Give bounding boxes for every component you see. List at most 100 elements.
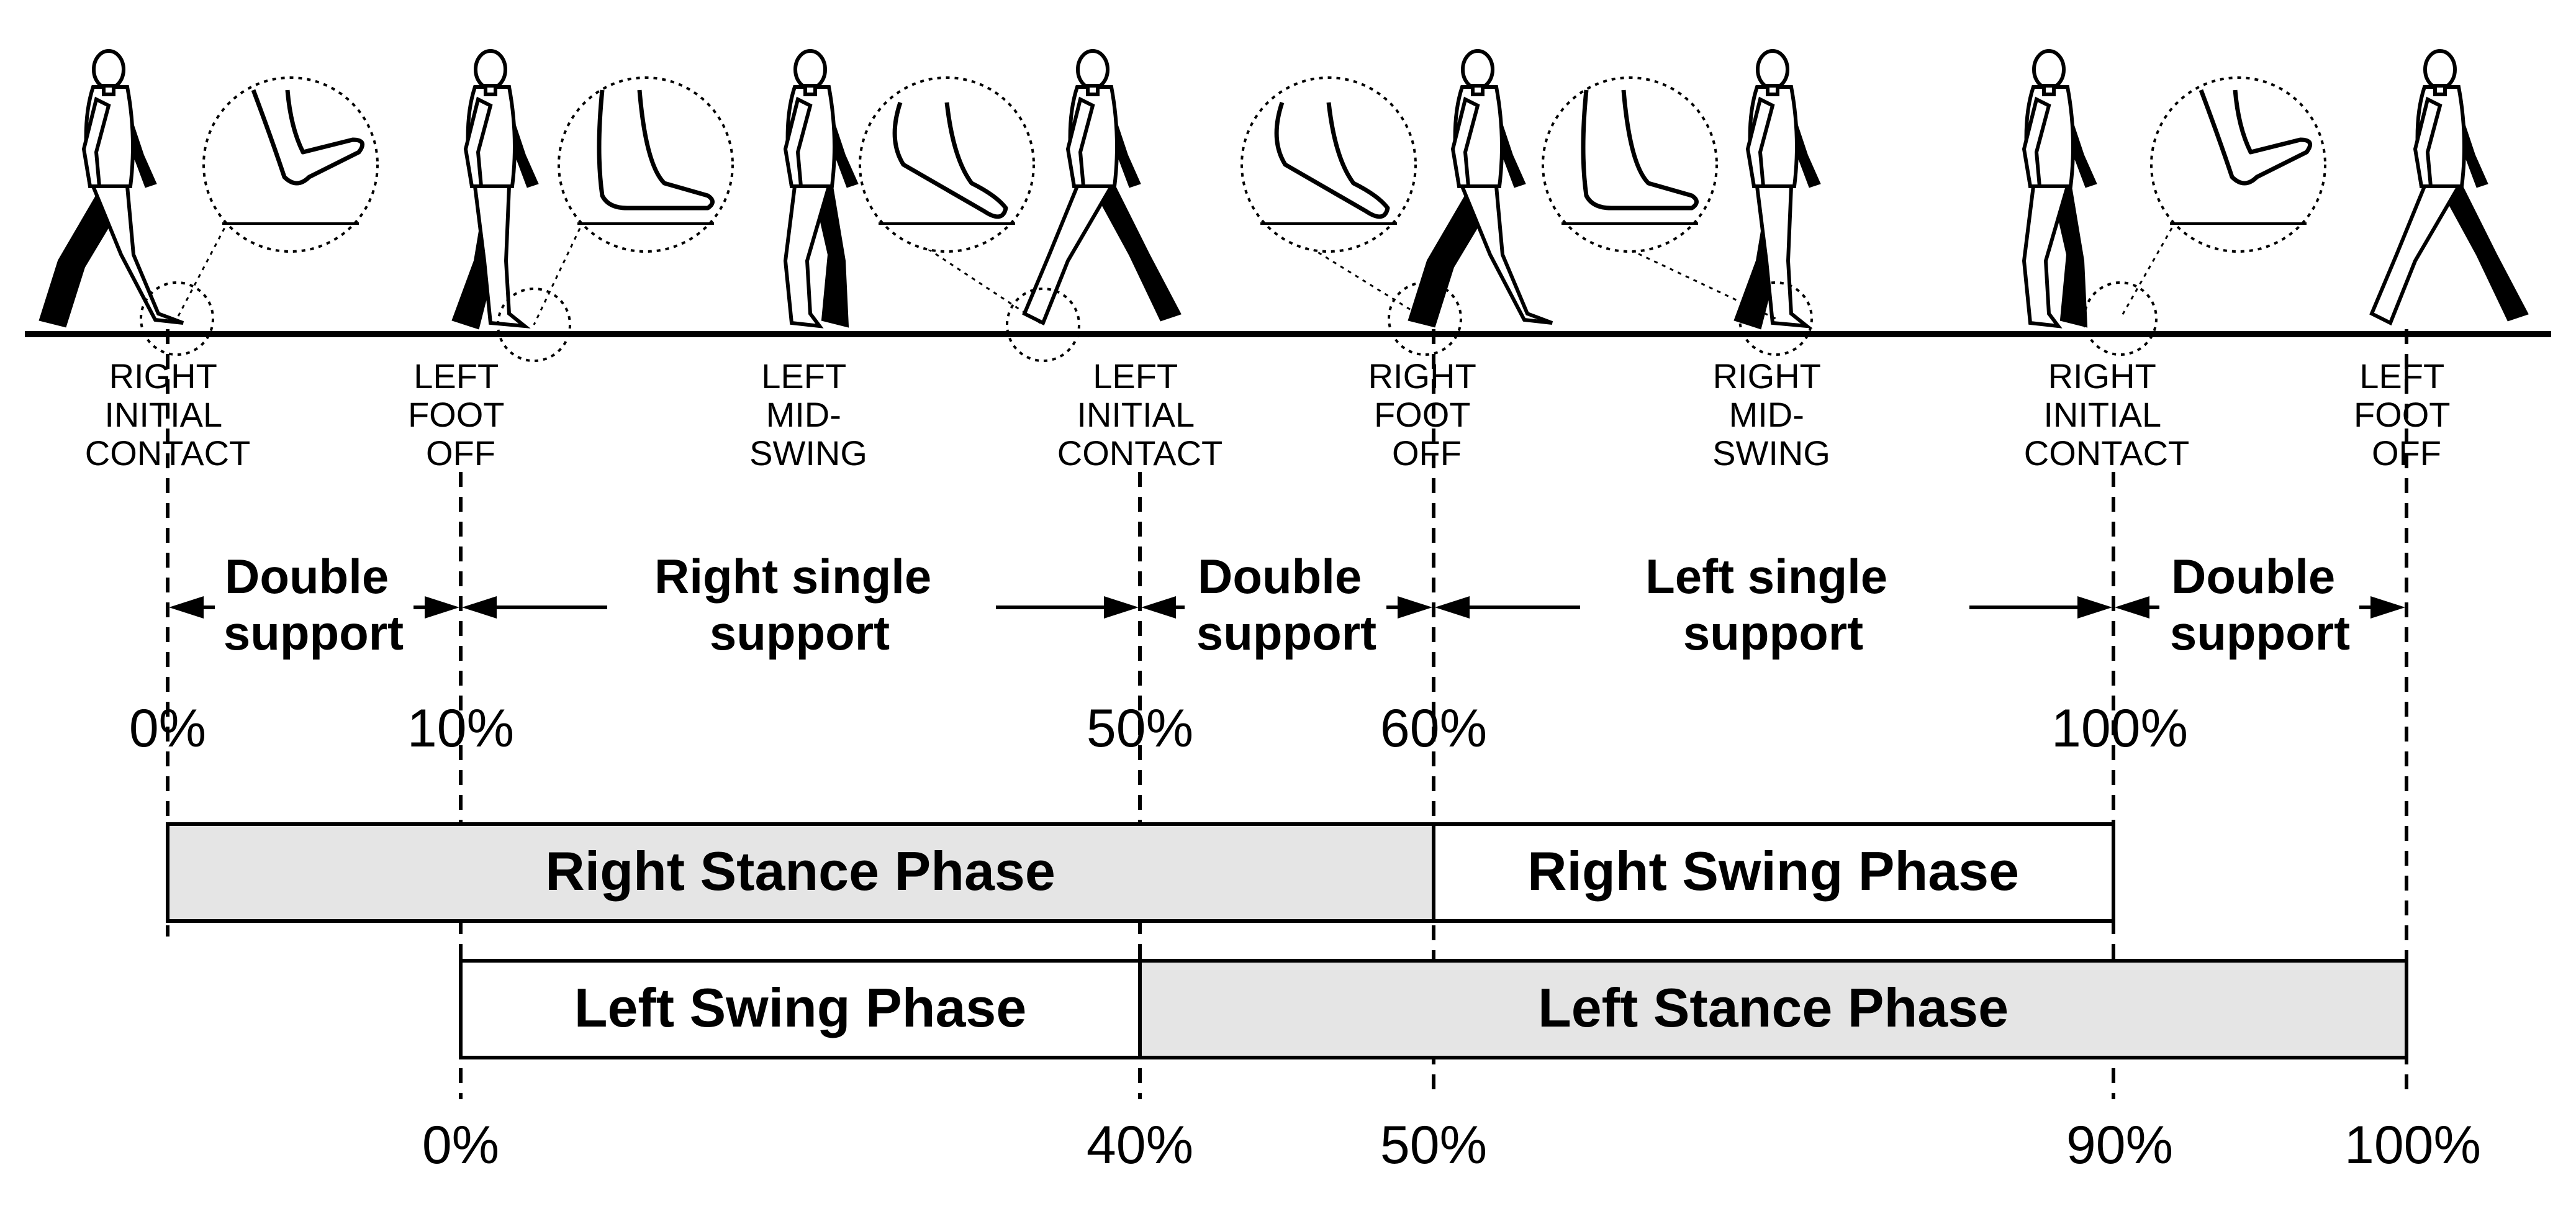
zoom-circle xyxy=(1542,76,1718,253)
foot-highlight-circle xyxy=(1388,281,1462,356)
near-leg xyxy=(472,184,531,329)
near-leg xyxy=(1022,184,1115,326)
head xyxy=(474,49,507,90)
connector-line xyxy=(533,220,585,325)
neck xyxy=(803,84,817,96)
support-label-left-single: Left single support xyxy=(1645,549,1901,660)
percent-label: 60% xyxy=(1380,699,1487,758)
event-label-4: LEFT INITIAL CONTACT xyxy=(1057,356,1223,473)
zoom-circle xyxy=(859,76,1035,253)
percent-label: 40% xyxy=(1087,1115,1193,1175)
foot-zoom-inset xyxy=(2083,76,2326,356)
arrow-head-right xyxy=(1398,596,1432,619)
arrow-head-right xyxy=(425,596,459,619)
heel-strike-foot-icon xyxy=(251,89,365,186)
walking-figure-icon xyxy=(783,49,859,329)
connector-line xyxy=(884,219,1044,326)
near-arm xyxy=(463,96,493,188)
connector-line xyxy=(2119,220,2177,319)
percent-label: 10% xyxy=(407,699,514,758)
percent-label: 90% xyxy=(2066,1115,2173,1175)
head xyxy=(1461,49,1494,90)
event-label-3: LEFT MID- SWING xyxy=(749,356,867,473)
walking-figure-icon xyxy=(451,49,539,330)
cycle-percent-labels: 0% 10% 50% 60% 100% xyxy=(129,699,2188,758)
neck xyxy=(1471,84,1485,96)
flat-foot-icon xyxy=(1581,89,1699,211)
foot-highlight-circle xyxy=(2083,281,2158,356)
percent-label: 0% xyxy=(422,1115,499,1175)
head xyxy=(1756,49,1789,90)
walking-figure-icon xyxy=(1733,49,1821,330)
left-swing-phase-label: Left Swing Phase xyxy=(574,977,1027,1038)
right-swing-phase-label: Right Swing Phase xyxy=(1527,840,2019,902)
zoom-circle xyxy=(1241,76,1417,253)
arrow-head-left xyxy=(462,596,497,619)
near-arm xyxy=(1745,96,1775,188)
connector-line xyxy=(176,220,230,319)
event-label-2: LEFT FOOT OFF xyxy=(408,356,513,473)
toe-off-foot-icon xyxy=(892,101,1008,219)
head xyxy=(2032,49,2066,90)
near-leg xyxy=(1459,184,1553,325)
percent-label: 50% xyxy=(1087,699,1193,758)
percent-label: 100% xyxy=(2344,1115,2481,1175)
near-leg xyxy=(90,184,184,325)
walking-figure-icon xyxy=(2369,49,2529,326)
zoom-circle xyxy=(2150,76,2326,253)
right-phase-bar: Right Stance Phase Right Swing Phase xyxy=(166,822,2115,923)
foot-zoom-inset xyxy=(1241,76,1462,356)
neck xyxy=(102,84,115,96)
near-leg xyxy=(783,184,831,329)
zoom-circle xyxy=(558,76,734,253)
event-label-8: LEFT FOOT OFF xyxy=(2354,356,2459,473)
walking-figure-icon xyxy=(38,49,184,328)
event-label-1: RIGHT INITIAL CONTACT xyxy=(85,356,251,473)
foot-highlight-circle xyxy=(1006,288,1080,362)
arrow-head-right xyxy=(2370,596,2405,619)
near-arm xyxy=(1065,96,1095,188)
walking-figure-icon xyxy=(1408,49,1553,328)
toe-off-foot-icon xyxy=(1274,101,1390,219)
left-stance-phase-label: Left Stance Phase xyxy=(1538,977,2009,1038)
foot-zoom-inset xyxy=(859,76,1080,362)
near-arm xyxy=(1450,96,1480,188)
support-label-right-single: Right single support xyxy=(654,549,945,660)
foot-zoom-insets xyxy=(140,76,2326,362)
right-stance-phase-bar xyxy=(166,822,1435,923)
left-cycle-percent-labels: 0% 40% 50% 90% 100% xyxy=(422,1115,2481,1175)
near-arm xyxy=(2022,96,2051,188)
near-arm xyxy=(2413,96,2443,188)
foot-zoom-inset xyxy=(140,76,379,356)
arrow-head-right xyxy=(1104,596,1139,619)
support-arrows xyxy=(169,596,2405,619)
walking-figure-icon xyxy=(2022,49,2097,329)
neck xyxy=(484,84,497,96)
left-stance-phase-bar xyxy=(1138,959,2408,1059)
event-label-5: RIGHT FOOT OFF xyxy=(1368,356,1486,473)
head xyxy=(1076,49,1109,90)
right-swing-phase-bar xyxy=(1432,822,2115,923)
arrow-head-left xyxy=(2115,596,2149,619)
foot-zoom-inset xyxy=(1542,76,1813,356)
event-label-7: RIGHT INITIAL CONTACT xyxy=(2024,356,2190,473)
arrow-head-left xyxy=(1141,596,1176,619)
near-arm xyxy=(81,96,111,188)
arrow-head-right xyxy=(2077,596,2112,619)
gait-event-labels: RIGHT INITIAL CONTACT LEFT FOOT OFF LEFT… xyxy=(85,356,2459,473)
foot-highlight-circle xyxy=(1738,281,1813,356)
zoom-circle xyxy=(202,76,379,253)
head xyxy=(793,49,827,90)
far-leg xyxy=(2438,185,2529,322)
percent-label: 0% xyxy=(129,699,206,758)
arrow-head-left xyxy=(1435,596,1470,619)
left-swing-phase-bar xyxy=(459,959,1142,1059)
foot-highlight-circle xyxy=(497,288,571,362)
arrow-head-left xyxy=(169,596,204,619)
walking-figures xyxy=(38,49,2529,330)
heel-strike-foot-icon xyxy=(2199,89,2313,186)
support-label-double-2: Double support xyxy=(1196,549,1376,660)
left-phase-bar: Left Swing Phase Left Stance Phase xyxy=(459,959,2408,1059)
near-leg xyxy=(1755,184,1813,329)
